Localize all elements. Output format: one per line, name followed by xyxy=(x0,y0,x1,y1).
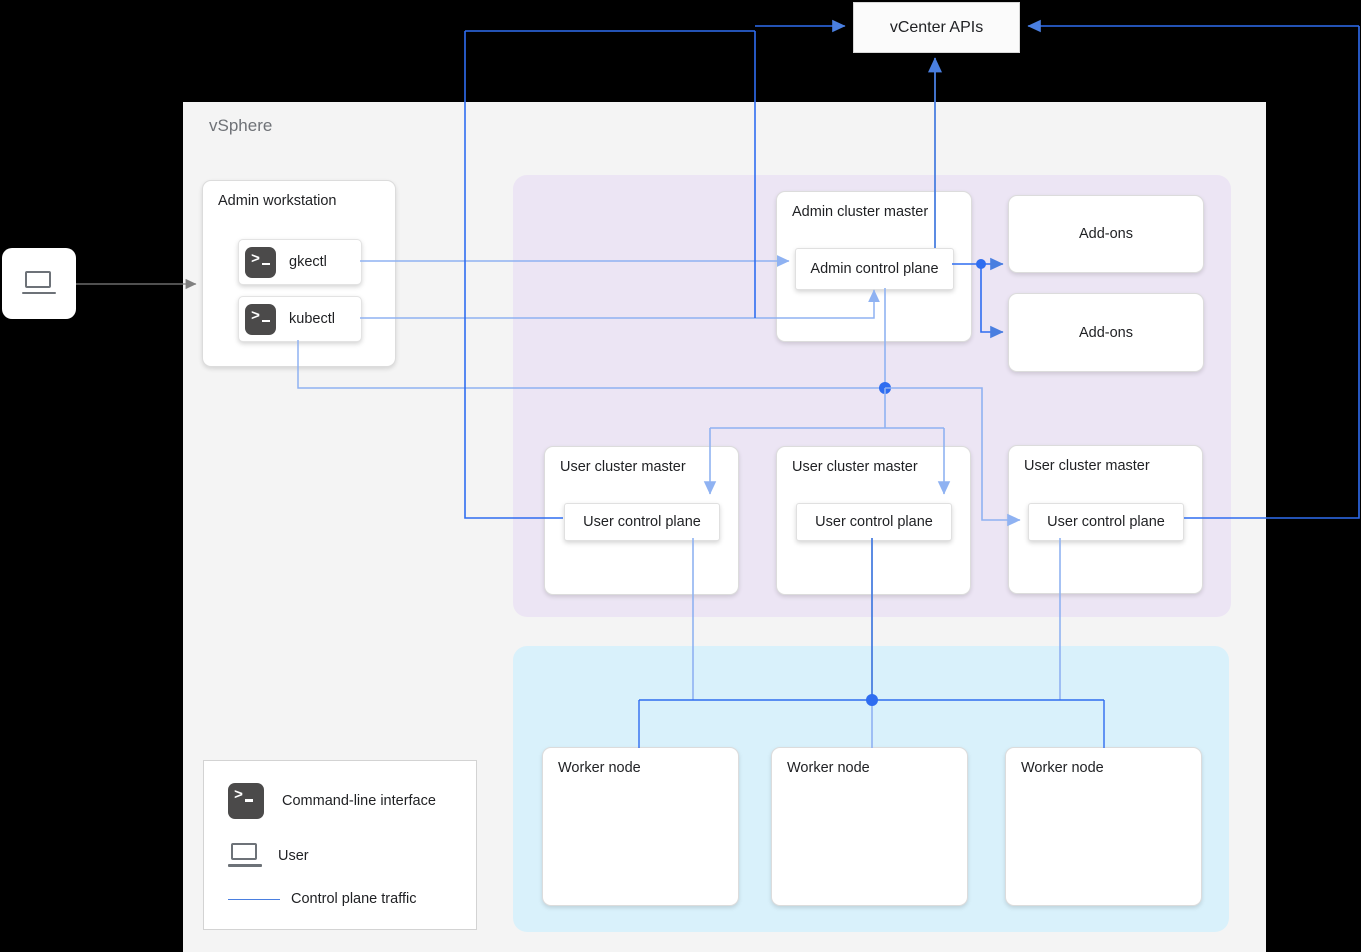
laptop-icon xyxy=(22,270,56,297)
cli-gkectl[interactable]: gkectl xyxy=(238,239,362,285)
vcenter-apis-box[interactable]: vCenter APIs xyxy=(853,2,1020,53)
worker-node-title-3: Worker node xyxy=(1021,760,1104,776)
legend-label-user: User xyxy=(278,848,309,864)
user-control-plane-1[interactable]: User control plane xyxy=(564,503,720,541)
worker-node-title-1: Worker node xyxy=(558,760,641,776)
admin-cluster-master-title: Admin cluster master xyxy=(792,204,929,220)
user-control-plane-3[interactable]: User control plane xyxy=(1028,503,1184,541)
user-cluster-master-title-1: User cluster master xyxy=(560,459,686,475)
legend-item-user: User xyxy=(228,843,309,869)
cli-kubectl-label: kubectl xyxy=(289,311,335,327)
user-cluster-master-title-2: User cluster master xyxy=(792,459,918,475)
cli-gkectl-label: gkectl xyxy=(289,254,327,270)
terminal-icon xyxy=(245,303,276,335)
addons-label-1: Add-ons xyxy=(1078,226,1133,242)
vsphere-label: vSphere xyxy=(209,116,273,135)
addons-card-1: Add-ons xyxy=(1008,195,1204,273)
legend-item-cli: Command-line interface xyxy=(228,783,436,819)
external-user-box xyxy=(2,248,76,319)
worker-node-card-1: Worker node xyxy=(542,747,739,906)
legend-label-cli: Command-line interface xyxy=(282,793,436,809)
admin-workstation-title: Admin workstation xyxy=(218,193,337,209)
laptop-icon xyxy=(228,843,262,869)
legend-box: Command-line interface User Control plan… xyxy=(203,760,477,930)
terminal-icon xyxy=(245,246,276,278)
addons-label-2: Add-ons xyxy=(1078,324,1133,341)
user-cluster-master-title-3: User cluster master xyxy=(1024,458,1150,474)
vcenter-apis-label: vCenter APIs xyxy=(889,18,984,36)
worker-node-card-2: Worker node xyxy=(771,747,968,906)
user-control-plane-2[interactable]: User control plane xyxy=(796,503,952,541)
terminal-icon xyxy=(228,783,264,819)
line-swatch-icon xyxy=(228,898,280,900)
worker-node-card-3: Worker node xyxy=(1005,747,1202,906)
legend-label-traffic: Control plane traffic xyxy=(291,891,417,907)
legend-item-traffic: Control plane traffic xyxy=(228,891,416,907)
worker-node-title-2: Worker node xyxy=(787,760,870,776)
cli-kubectl[interactable]: kubectl xyxy=(238,296,362,342)
addons-card-2: Add-ons xyxy=(1008,293,1204,372)
admin-control-plane[interactable]: Admin control plane xyxy=(795,248,954,290)
